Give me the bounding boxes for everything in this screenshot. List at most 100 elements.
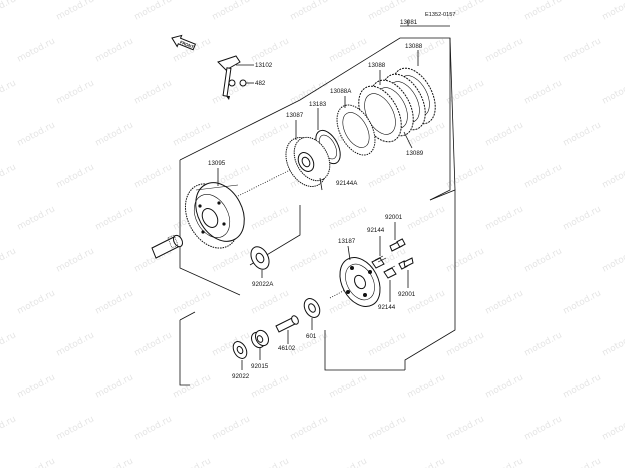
part-13088a-plate — [336, 104, 376, 156]
leader-13187 — [347, 245, 351, 261]
watermark-text: motod.ru — [562, 372, 603, 400]
watermark-text: motod.ru — [133, 162, 174, 190]
watermark-text: motod.ru — [55, 162, 96, 190]
part-13187-pressure-plate — [339, 257, 381, 307]
label-92022a: 92022A — [252, 281, 274, 288]
part-clutch-plates-stack — [358, 67, 436, 143]
label-92001-lower: 92001 — [398, 291, 416, 298]
label-13088: 13088 — [405, 43, 423, 50]
leader-13089 — [403, 131, 413, 149]
watermark-text: motod.ru — [250, 372, 291, 400]
watermark-text: motod.ru — [250, 456, 291, 468]
part-92015-nut — [251, 329, 269, 349]
part-13087-clutch-hub — [285, 136, 331, 187]
watermark-text: motod.ru — [55, 414, 96, 442]
watermark-text: motod.ru — [94, 36, 135, 64]
watermark-text: motod.ru — [523, 162, 564, 190]
watermark-text: motod.ru — [523, 414, 564, 442]
label-92144a: 92144A — [336, 180, 358, 187]
watermark-text: motod.ru — [55, 330, 96, 358]
watermark-text: motod.ru — [406, 204, 447, 232]
group-frame-lower — [179, 320, 190, 386]
watermark-text: motod.ru — [133, 78, 174, 106]
watermark-text: motod.ru — [406, 456, 447, 468]
watermark-text: motod.ru — [289, 0, 330, 23]
label-92001-upper: 92001 — [385, 214, 403, 221]
label-13088a: 13088A — [330, 88, 352, 95]
assembly-axis-2 — [329, 289, 346, 299]
watermark-text: motod.ru — [250, 204, 291, 232]
watermark-text: motod.ru — [445, 162, 486, 190]
watermark-text: motod.ru — [484, 120, 525, 148]
label-46102: 46102 — [278, 345, 296, 352]
label-13183: 13183 — [309, 101, 327, 108]
watermark-text: motod.ru — [16, 456, 57, 468]
part-482-nut — [239, 79, 247, 87]
watermark-text: motod.ru — [0, 414, 18, 442]
watermark-text: motod.ru — [0, 0, 18, 23]
watermark-text: motod.ru — [0, 162, 18, 190]
watermark-text: motod.ru — [94, 120, 135, 148]
watermark-text: motod.ru — [484, 36, 525, 64]
watermark-text: motod.ru — [55, 0, 96, 23]
group-frame-main — [179, 37, 451, 201]
watermark-text: motod.ru — [484, 372, 525, 400]
group-frame-bottom — [324, 330, 405, 371]
label-92022: 92022 — [232, 373, 250, 380]
watermark-text: motod.ru — [445, 78, 486, 106]
part-92144-spring-lower — [383, 265, 397, 279]
label-13089: 13089 — [406, 150, 424, 157]
watermark-text: motod.ru — [16, 372, 57, 400]
watermark-text: motod.ru — [211, 0, 252, 23]
label-13088b: 13088 — [368, 62, 386, 69]
watermark-text: motod.ru — [484, 288, 525, 316]
watermark-text: motod.ru — [94, 288, 135, 316]
watermark-text: motod.ru — [250, 288, 291, 316]
watermark-text: motod.ru — [484, 204, 525, 232]
watermark-text: motod.ru — [250, 36, 291, 64]
part-92001-bolt-upper — [389, 238, 406, 252]
watermark-text: motod.ru — [0, 246, 18, 274]
watermark-text: motod.ru — [601, 414, 625, 442]
watermark-text: motod.ru — [211, 246, 252, 274]
label-92144-upper: 92144 — [367, 227, 385, 234]
watermark-text: motod.ru — [328, 204, 369, 232]
label-13187: 13187 — [338, 238, 356, 245]
watermark-text: motod.ru — [601, 0, 625, 23]
watermark-text: motod.ru — [523, 330, 564, 358]
watermark-text: motod.ru — [562, 288, 603, 316]
label-13095: 13095 — [208, 160, 226, 167]
watermark-text: motod.ru — [94, 372, 135, 400]
part-46102-push-rod — [275, 315, 299, 333]
watermark-text: motod.ru — [523, 246, 564, 274]
watermark-text: motod.ru — [133, 330, 174, 358]
watermark-text: motod.ru — [172, 372, 213, 400]
watermark-text: motod.ru — [55, 246, 96, 274]
watermark-text: motod.ru — [55, 78, 96, 106]
frame-edge — [449, 37, 456, 191]
watermark-text: motod.ru — [367, 330, 408, 358]
watermark-text: motod.ru — [0, 330, 18, 358]
front-label: FRONT — [179, 40, 195, 50]
label-92144-lower: 92144 — [378, 304, 396, 311]
watermark-text: motod.ru — [523, 0, 564, 23]
part-13102-release-lever — [217, 55, 241, 100]
watermark-text: motod.ru — [601, 78, 625, 106]
label-601: 601 — [306, 333, 317, 340]
assembly-axis-1 — [237, 169, 291, 197]
part-601-bearing — [303, 298, 321, 318]
watermark-text: motod.ru — [445, 330, 486, 358]
watermark-text: motod.ru — [250, 120, 291, 148]
watermark-text: motod.ru — [16, 36, 57, 64]
watermark-text: motod.ru — [601, 246, 625, 274]
leader-92144a — [319, 177, 323, 191]
watermark-text: motod.ru — [211, 414, 252, 442]
watermark-text: motod.ru — [328, 456, 369, 468]
part-13095-clutch-housing — [184, 182, 245, 249]
group-frame-right — [404, 189, 456, 370]
watermark-text: motod.ru — [133, 0, 174, 23]
watermark-text: motod.ru — [406, 372, 447, 400]
group-frame-left — [179, 160, 241, 296]
